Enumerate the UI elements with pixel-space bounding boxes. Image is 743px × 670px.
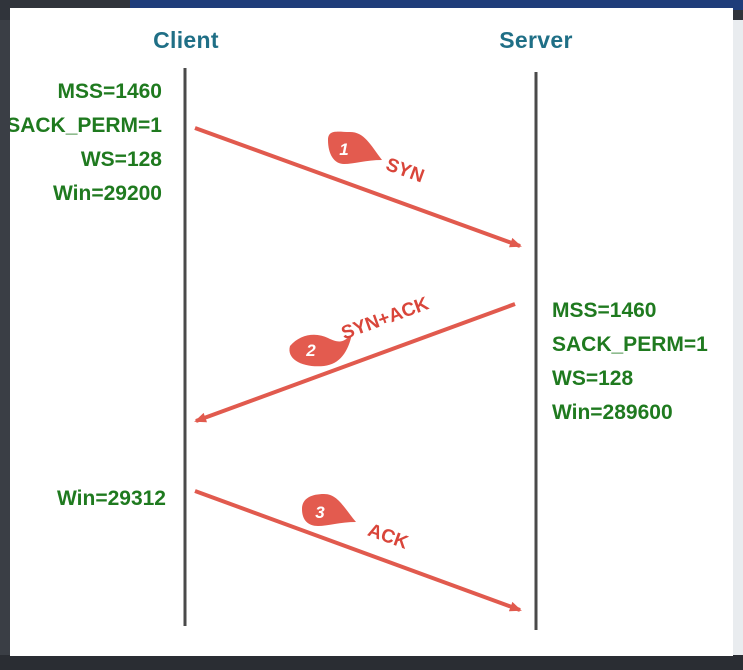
client-param-mss: MSS=1460: [58, 80, 163, 103]
client-syn-params: MSS=1460 SACK_PERM=1 WS=128 Win=29200: [10, 80, 162, 205]
server-synack-params: MSS=1460 SACK_PERM=1 WS=128 Win=289600: [552, 299, 708, 424]
ack-label: ACK: [365, 520, 411, 554]
client-param-ws: WS=128: [81, 148, 162, 171]
sequence-diagram: Client Server MSS=1460 SACK_PERM=1 WS=12…: [10, 27, 708, 630]
step-1-badge: 1: [328, 131, 382, 164]
step-2-number: 2: [305, 341, 316, 360]
server-param-win: Win=289600: [552, 401, 673, 424]
background-page-band: [130, 0, 743, 10]
synack-arrow: [194, 302, 516, 423]
syn-label: SYN: [383, 154, 427, 187]
background-page-strip: [733, 20, 743, 670]
server-param-ws: WS=128: [552, 367, 633, 390]
step-1-number: 1: [339, 140, 348, 159]
client-param-win: Win=29200: [53, 182, 162, 205]
server-param-sack: SACK_PERM=1: [552, 333, 708, 356]
step-2-badge: 2: [289, 334, 352, 367]
background-bottom-bar: [0, 655, 743, 670]
server-title: Server: [499, 27, 572, 53]
client-param-sack: SACK_PERM=1: [10, 114, 162, 137]
ack-arrow: [194, 489, 522, 612]
syn-arrow: [194, 126, 522, 248]
synack-label: SYN+ACK: [339, 293, 432, 344]
server-param-mss: MSS=1460: [552, 299, 657, 322]
step-3-number: 3: [315, 503, 325, 522]
client-ack-param-win: Win=29312: [57, 487, 166, 510]
tcp-handshake-figure: Client Server MSS=1460 SACK_PERM=1 WS=12…: [10, 8, 733, 656]
step-3-badge: 3: [302, 494, 356, 526]
background-edge: [0, 20, 10, 660]
client-title: Client: [153, 27, 219, 53]
